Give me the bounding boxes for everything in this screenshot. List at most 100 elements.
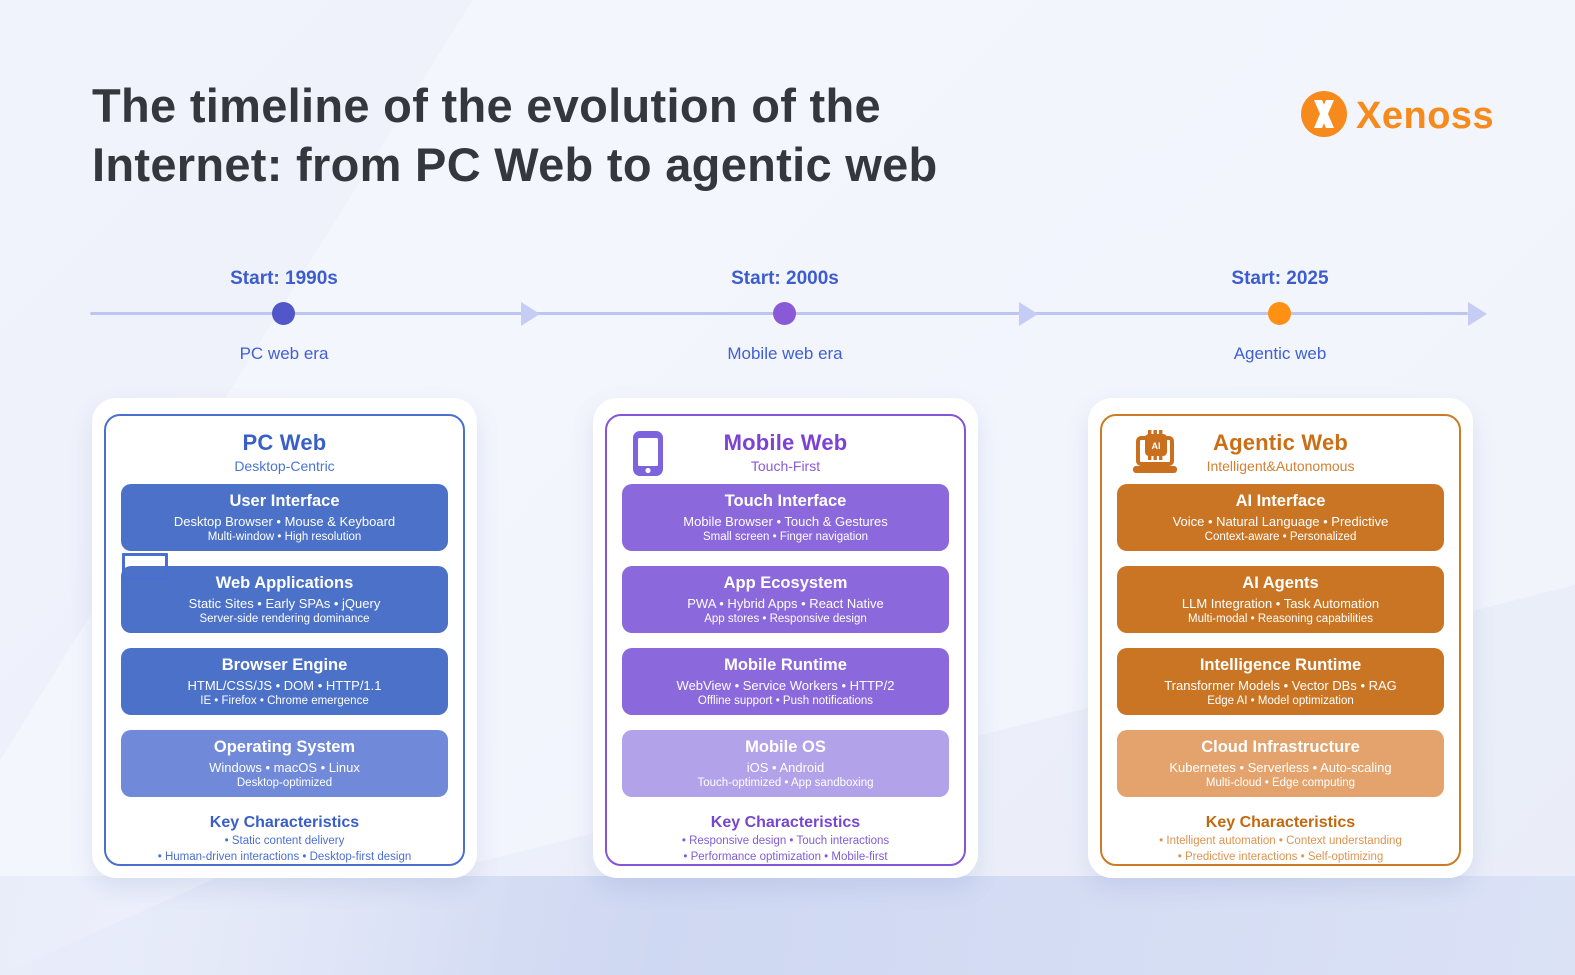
key-characteristics-line: • Predictive interactions • Self-optimiz… (1177, 851, 1384, 863)
timeline-dot-agentic (1268, 302, 1291, 325)
xenoss-logo-icon (1300, 90, 1348, 143)
layer-title: Touch Interface (724, 492, 847, 510)
card-subtitle: Touch-First (750, 458, 821, 474)
key-characteristics-line: • Intelligent automation • Context under… (1159, 835, 1402, 847)
layer-detail: Desktop-optimized (236, 777, 333, 789)
layer-box-mobile-os: Mobile OS iOS • Android Touch-optimized … (622, 730, 949, 797)
layer-title: Intelligence Runtime (1199, 656, 1362, 674)
card-title: Agentic Web (1212, 430, 1349, 455)
layer-box-web-applications: Web Applications Static Sites • Early SP… (121, 566, 448, 633)
layer-box-intelligence-runtime: Intelligence Runtime Transformer Models … (1117, 648, 1444, 715)
key-characteristics: Key Characteristics • Intelligent automa… (1117, 812, 1444, 865)
xenoss-logo: Xenoss (1300, 90, 1494, 143)
layer-box-operating-system: Operating System Windows • macOS • Linux… (121, 730, 448, 797)
layer-box-touch-interface: Touch Interface Mobile Browser • Touch &… (622, 484, 949, 551)
layer-detail: iOS • Android (746, 760, 825, 775)
timeline-arrow-icon (1468, 302, 1487, 326)
card-title: Mobile Web (723, 430, 848, 455)
page-title-line2: Internet: from PC Web to agentic web (92, 138, 938, 191)
layer-detail: Mobile Browser • Touch & Gestures (683, 514, 888, 529)
layer-detail: Desktop Browser • Mouse & Keyboard (173, 514, 396, 529)
layer-detail: LLM Integration • Task Automation (1181, 596, 1380, 611)
layer-detail: App stores • Responsive design (704, 613, 867, 625)
svg-text:AI: AI (1152, 441, 1161, 451)
layer-title: User Interface (229, 492, 340, 510)
milestone-era-label-agentic: Agentic web (1233, 344, 1327, 363)
card-header: PC Web Desktop-Centric (121, 428, 448, 484)
era-card-agentic-web: AI Agentic Web Intelligent&Autonomous AI… (1088, 398, 1473, 878)
page-title-line1: The timeline of the evolution of the (92, 79, 881, 132)
key-characteristics-line: • Static content delivery (224, 835, 345, 847)
card-frame: PC Web Desktop-Centric User Interface De… (104, 414, 465, 866)
layer-title: AI Interface (1235, 492, 1326, 510)
layer-box-cloud-infrastructure: Cloud Infrastructure Kubernetes • Server… (1117, 730, 1444, 797)
card-subtitle: Desktop-Centric (234, 458, 335, 474)
card-header: Mobile Web Touch-First (622, 428, 949, 484)
layer-title: AI Agents (1242, 574, 1319, 592)
xenoss-logo-text: Xenoss (1356, 95, 1495, 137)
milestone-start-label-mobile: Start: 2000s (731, 268, 839, 289)
timeline-dot-pc (272, 302, 295, 325)
smartphone-icon (632, 430, 664, 482)
layer-detail: Multi-cloud • Edge computing (1205, 777, 1356, 789)
layer-title: Operating System (213, 738, 356, 756)
layer-box-ai-interface: AI Interface Voice • Natural Language • … (1117, 484, 1444, 551)
layer-detail: WebView • Service Workers • HTTP/2 (676, 678, 895, 693)
background-bottom-band (0, 876, 1575, 975)
layer-title: Cloud Infrastructure (1201, 738, 1360, 756)
timeline-dot-mobile (773, 302, 796, 325)
layer-title: Web Applications (215, 574, 354, 592)
card-frame: AI Agentic Web Intelligent&Autonomous AI… (1100, 414, 1461, 866)
layer-detail: Voice • Natural Language • Predictive (1172, 514, 1389, 529)
milestone-era-label-mobile: Mobile web era (727, 344, 843, 363)
timeline-arrow-icon (1019, 302, 1038, 326)
layer-box-browser-engine: Browser Engine HTML/CSS/JS • DOM • HTTP/… (121, 648, 448, 715)
era-card-pc-web: PC Web Desktop-Centric User Interface De… (92, 398, 477, 878)
layer-title: App Ecosystem (723, 574, 848, 592)
background-bottom-left-fade (0, 876, 630, 975)
key-characteristics: Key Characteristics • Responsive design … (622, 812, 949, 865)
layer-detail: Context-aware • Personalized (1204, 531, 1357, 543)
ai-laptop-icon: AI (1127, 430, 1183, 482)
layer-detail: HTML/CSS/JS • DOM • HTTP/1.1 (187, 678, 382, 693)
card-title: PC Web (242, 430, 327, 455)
layer-detail: PWA • Hybrid Apps • React Native (687, 596, 884, 611)
card-frame: Mobile Web Touch-First Touch Interface M… (605, 414, 966, 866)
key-characteristics-line: • Performance optimization • Mobile-firs… (683, 851, 888, 863)
layer-title: Browser Engine (221, 656, 348, 674)
layer-box-app-ecosystem: App Ecosystem PWA • Hybrid Apps • React … (622, 566, 949, 633)
card-subtitle: Intelligent&Autonomous (1206, 458, 1355, 474)
monitor-icon (122, 553, 168, 580)
layer-detail: Static Sites • Early SPAs • jQuery (188, 596, 381, 611)
layer-detail: Small screen • Finger navigation (702, 531, 869, 543)
key-characteristics-title: Key Characteristics (710, 814, 861, 831)
layer-detail: Kubernetes • Serverless • Auto-scaling (1169, 760, 1392, 775)
layer-box-mobile-runtime: Mobile Runtime WebView • Service Workers… (622, 648, 949, 715)
milestone-start-label-pc: Start: 1990s (230, 268, 338, 289)
milestone-start-label-agentic: Start: 2025 (1231, 268, 1329, 289)
page-title: The timeline of the evolution of the Int… (92, 76, 938, 194)
timeline-arrow-icon (521, 302, 540, 326)
layer-detail: Edge AI • Model optimization (1207, 695, 1354, 707)
card-header: AI Agentic Web Intelligent&Autonomous (1117, 428, 1444, 484)
layer-detail: Offline support • Push notifications (697, 695, 874, 707)
layer-detail: IE • Firefox • Chrome emergence (200, 695, 369, 707)
milestone-era-label-pc: PC web era (239, 344, 329, 363)
layer-title: Mobile OS (745, 738, 826, 756)
key-characteristics: Key Characteristics • Static content del… (121, 812, 448, 865)
era-card-mobile-web: Mobile Web Touch-First Touch Interface M… (593, 398, 978, 878)
key-characteristics-title: Key Characteristics (1205, 814, 1356, 831)
key-characteristics-line: • Human-driven interactions • Desktop-fi… (157, 851, 412, 863)
layer-detail: Multi-modal • Reasoning capabilities (1188, 613, 1373, 625)
layer-title: Mobile Runtime (724, 656, 847, 674)
layer-box-ai-agents: AI Agents LLM Integration • Task Automat… (1117, 566, 1444, 633)
layer-detail: Multi-window • High resolution (207, 531, 362, 543)
layer-detail: Windows • macOS • Linux (209, 760, 360, 775)
layer-detail: Touch-optimized • App sandboxing (697, 777, 874, 789)
timeline: Start: 1990s Start: 2000s Start: 2025 PC… (0, 260, 1575, 375)
layer-detail: Server-side rendering dominance (199, 613, 370, 625)
layer-box-user-interface: User Interface Desktop Browser • Mouse &… (121, 484, 448, 551)
layer-detail: Transformer Models • Vector DBs • RAG (1164, 678, 1397, 693)
key-characteristics-line: • Responsive design • Touch interactions (681, 835, 890, 847)
